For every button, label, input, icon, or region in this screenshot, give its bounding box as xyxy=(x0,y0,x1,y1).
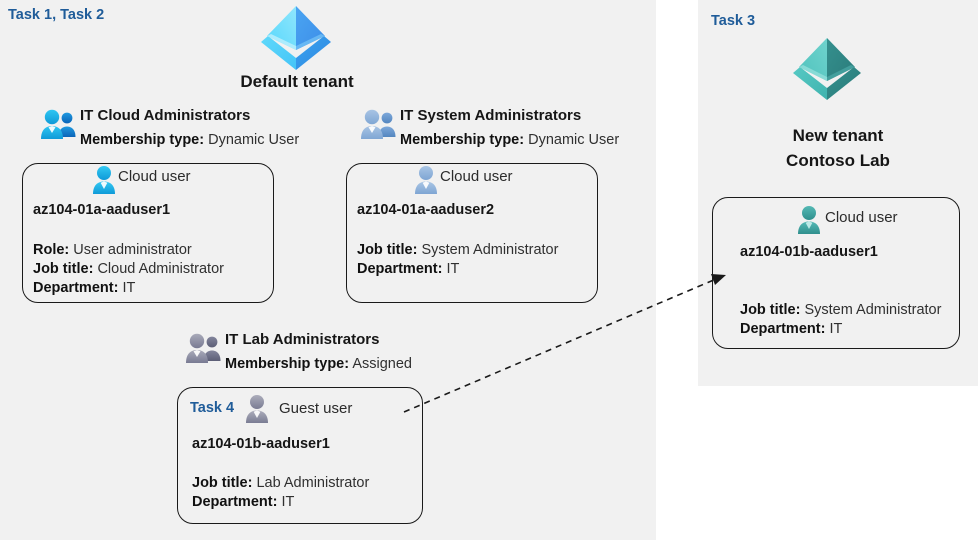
membership-type-label: Membership type: xyxy=(400,132,525,148)
attr-department-label: Department: xyxy=(740,321,826,337)
group-name-it-lab-administrators: IT Lab Administrators xyxy=(225,331,380,348)
attr-role-value: User administrator xyxy=(73,242,192,258)
attr-department-value: IT xyxy=(281,494,295,510)
user-attrs-az104-01a-aaduser2: Job title: System Administrator Departme… xyxy=(357,241,558,279)
default-tenant-panel xyxy=(0,0,656,540)
user-icon-blue xyxy=(412,164,440,194)
attr-department: Department: IT xyxy=(357,260,558,279)
group-name-it-system-administrators: IT System Administrators xyxy=(400,107,582,124)
group-membership-it-cloud-administrators: Membership type: Dynamic User xyxy=(80,132,299,148)
attr-department-value: IT xyxy=(122,280,136,296)
username-cloud-az104-01b-aaduser1: az104-01b-aaduser1 xyxy=(740,244,878,260)
attr-job-title: Job title: Lab Administrator xyxy=(192,474,369,493)
attr-job-title: Job title: System Administrator xyxy=(357,241,558,260)
attr-department-label: Department: xyxy=(33,280,119,296)
group-membership-it-system-administrators: Membership type: Dynamic User xyxy=(400,132,619,148)
attr-job-title-label: Job title: xyxy=(740,302,801,318)
task-label-new-tenant: Task 3 xyxy=(711,13,756,29)
username-az104-01a-aaduser2: az104-01a-aaduser2 xyxy=(357,202,495,218)
user-type-az104-01a-aaduser2: Cloud user xyxy=(440,168,513,185)
attr-job-title-label: Job title: xyxy=(357,242,418,258)
user-icon-gray xyxy=(243,393,271,423)
new-tenant-title-line1: New tenant xyxy=(792,126,884,145)
azure-ad-pyramid-icon-teal xyxy=(790,34,864,100)
user-type-az104-01a-aaduser1: Cloud user xyxy=(118,168,191,185)
membership-type-label: Membership type: xyxy=(80,132,205,148)
attr-department: Department: IT xyxy=(740,320,941,339)
membership-type-label: Membership type: xyxy=(225,356,350,372)
attr-job-title: Job title: Cloud Administrator xyxy=(33,260,224,279)
user-attrs-guest-az104-01b-aaduser1: Job title: Lab Administrator Department:… xyxy=(192,474,369,512)
group-users-icon-cyan xyxy=(38,107,78,143)
attr-role-label: Role: xyxy=(33,242,70,258)
attr-department-value: IT xyxy=(829,321,843,337)
default-tenant-title: Default tenant xyxy=(240,72,354,91)
attr-job-title-label: Job title: xyxy=(192,475,253,491)
attr-job-title-value: System Administrator xyxy=(804,302,942,318)
group-membership-it-lab-administrators: Membership type: Assigned xyxy=(225,356,412,372)
user-attrs-cloud-az104-01b-aaduser1: Job title: System Administrator Departme… xyxy=(740,301,941,339)
attr-department: Department: IT xyxy=(33,279,224,298)
task-label-guest-user: Task 4 xyxy=(190,400,235,416)
azure-ad-pyramid-icon-blue xyxy=(257,2,335,70)
attr-job-title: Job title: System Administrator xyxy=(740,301,941,320)
attr-department-value: IT xyxy=(446,261,460,277)
task-label-default-tenant: Task 1, Task 2 xyxy=(8,7,105,23)
attr-department-label: Department: xyxy=(192,494,278,510)
new-tenant-title-line2: Contoso Lab xyxy=(786,151,890,170)
attr-job-title-value: System Administrator xyxy=(421,242,559,258)
user-attrs-az104-01a-aaduser1: Role: User administrator Job title: Clou… xyxy=(33,241,224,298)
attr-department: Department: IT xyxy=(192,493,369,512)
attr-job-title-value: Cloud Administrator xyxy=(97,261,224,277)
user-type-cloud-az104-01b-aaduser1: Cloud user xyxy=(825,209,898,226)
user-icon-cyan xyxy=(90,164,118,194)
group-name-it-cloud-administrators: IT Cloud Administrators xyxy=(80,107,251,124)
username-guest-az104-01b-aaduser1: az104-01b-aaduser1 xyxy=(192,436,330,452)
user-type-guest-az104-01b-aaduser1: Guest user xyxy=(279,400,353,417)
membership-type-value: Assigned xyxy=(352,356,412,372)
group-users-icon-gray xyxy=(183,331,223,367)
user-icon-teal xyxy=(795,204,823,234)
user-card-az104-01a-aaduser1[interactable] xyxy=(22,163,274,303)
username-az104-01a-aaduser1: az104-01a-aaduser1 xyxy=(33,202,171,218)
attr-role: Role: User administrator xyxy=(33,241,224,260)
group-users-icon-blue xyxy=(358,107,398,143)
user-card-guest-az104-01b-aaduser1[interactable] xyxy=(177,387,423,524)
user-card-cloud-az104-01b-aaduser1[interactable] xyxy=(712,197,960,349)
attr-department-label: Department: xyxy=(357,261,443,277)
attr-job-title-label: Job title: xyxy=(33,261,94,277)
attr-job-title-value: Lab Administrator xyxy=(256,475,370,491)
membership-type-value: Dynamic User xyxy=(528,132,620,148)
membership-type-value: Dynamic User xyxy=(208,132,300,148)
